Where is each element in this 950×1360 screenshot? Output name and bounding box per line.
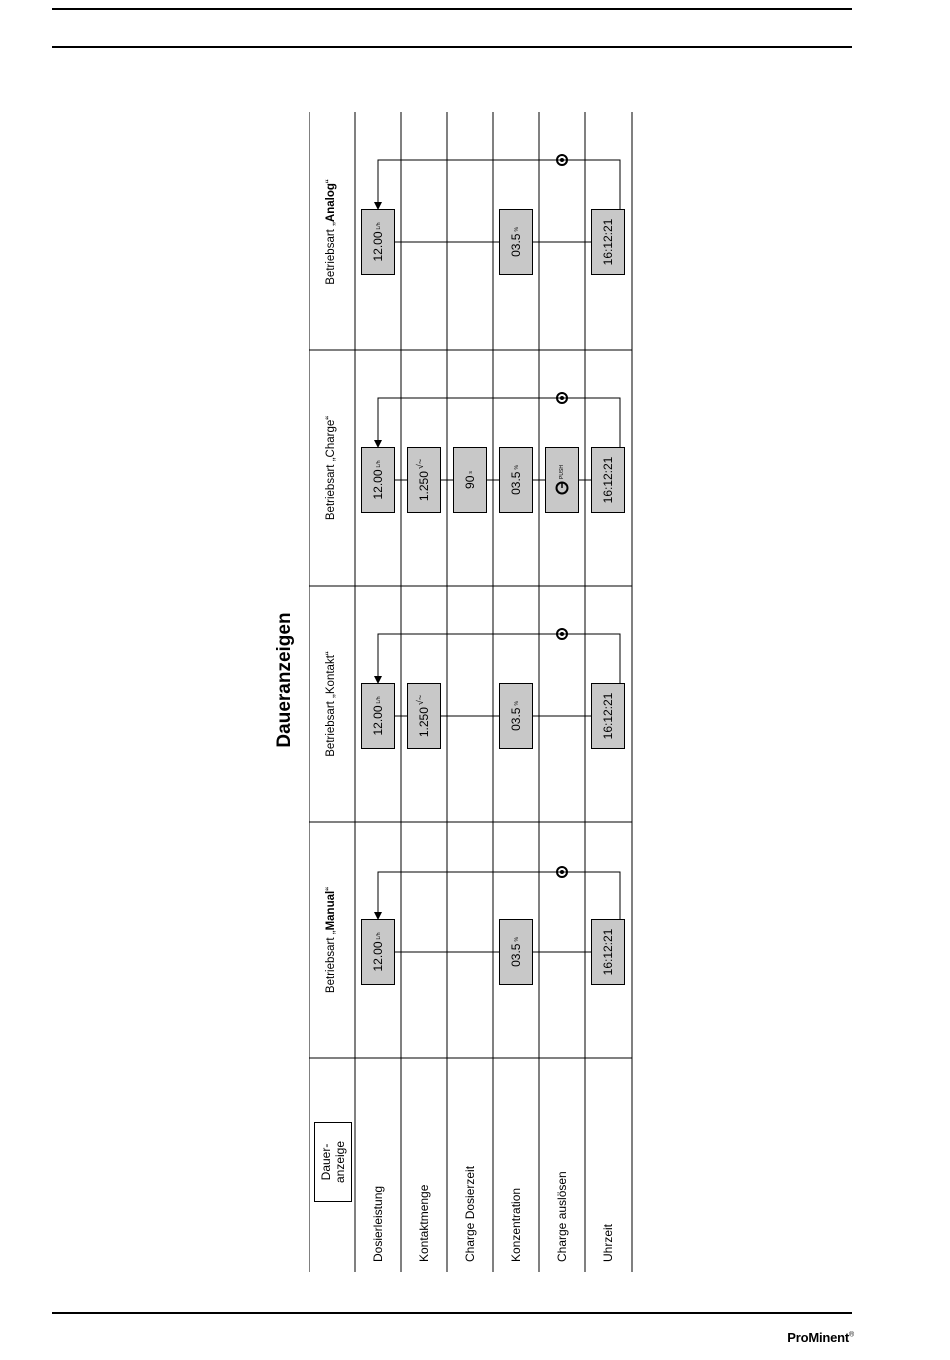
display-uhrzeit-analog: 16:12:21 (591, 209, 625, 275)
figure-holder: Dauer- anzeige Betriebsart „Manual“ Betr… (309, 112, 633, 1272)
bottom-rule (52, 1312, 852, 1314)
display-uhrzeit-manual: 16:12:21 (591, 919, 625, 985)
dauer-line2: anzeige (333, 1140, 347, 1184)
display-konz-kontakt: 03.5% (499, 683, 533, 749)
top-rule-2 (52, 46, 852, 48)
cycle-icon (556, 628, 568, 640)
display-konz-charge: 03.5% (499, 447, 533, 513)
brand-logo: ProMinent® (787, 1330, 854, 1345)
cycle-icon (556, 866, 568, 878)
row-label-konzentration: Konzentration (509, 1187, 523, 1262)
display-uhrzeit-charge: 16:12:21 (591, 447, 625, 513)
page-title: Daueranzeigen (274, 612, 295, 748)
mode-header-analog: Betriebsart „Analog“ (325, 179, 337, 285)
display-kontakt-charge: 1.250√~ (407, 447, 441, 513)
display-uhrzeit-kontakt: 16:12:21 (591, 683, 625, 749)
page-title-holder: Daueranzeigen (260, 590, 310, 770)
display-push-charge: PUSH (545, 447, 579, 513)
mode-header-kontakt: Betriebsart „Kontakt“ (325, 651, 337, 757)
cycle-icon (556, 154, 568, 166)
row-label-kontaktmenge: Kontaktmenge (417, 1184, 431, 1262)
row-label-dosierleistung: Dosierleistung (371, 1185, 385, 1262)
display-konz-analog: 03.5% (499, 209, 533, 275)
mode-header-charge: Betriebsart „Charge“ (325, 415, 337, 521)
cycle-icon (556, 392, 568, 404)
display-konz-manual: 03.5% (499, 919, 533, 985)
top-rule-1 (52, 8, 852, 10)
row-label-charge-dosierzeit: Charge Dosierzeit (463, 1165, 477, 1262)
dauer-line1: Dauer- (319, 1143, 333, 1181)
daueranzeigen-figure: Dauer- anzeige Betriebsart „Manual“ Betr… (309, 112, 633, 1272)
grid-lines (309, 112, 633, 1272)
row-label-charge-ausloesen: Charge auslösen (555, 1171, 569, 1262)
dauer-anzeige-box: Dauer- anzeige (314, 1122, 352, 1202)
display-kontakt-kontakt: 1.250√~ (407, 683, 441, 749)
mode-header-manual: Betriebsart „Manual“ (325, 886, 337, 994)
push-key-icon (555, 481, 569, 495)
row-label-uhrzeit: Uhrzeit (601, 1223, 615, 1262)
